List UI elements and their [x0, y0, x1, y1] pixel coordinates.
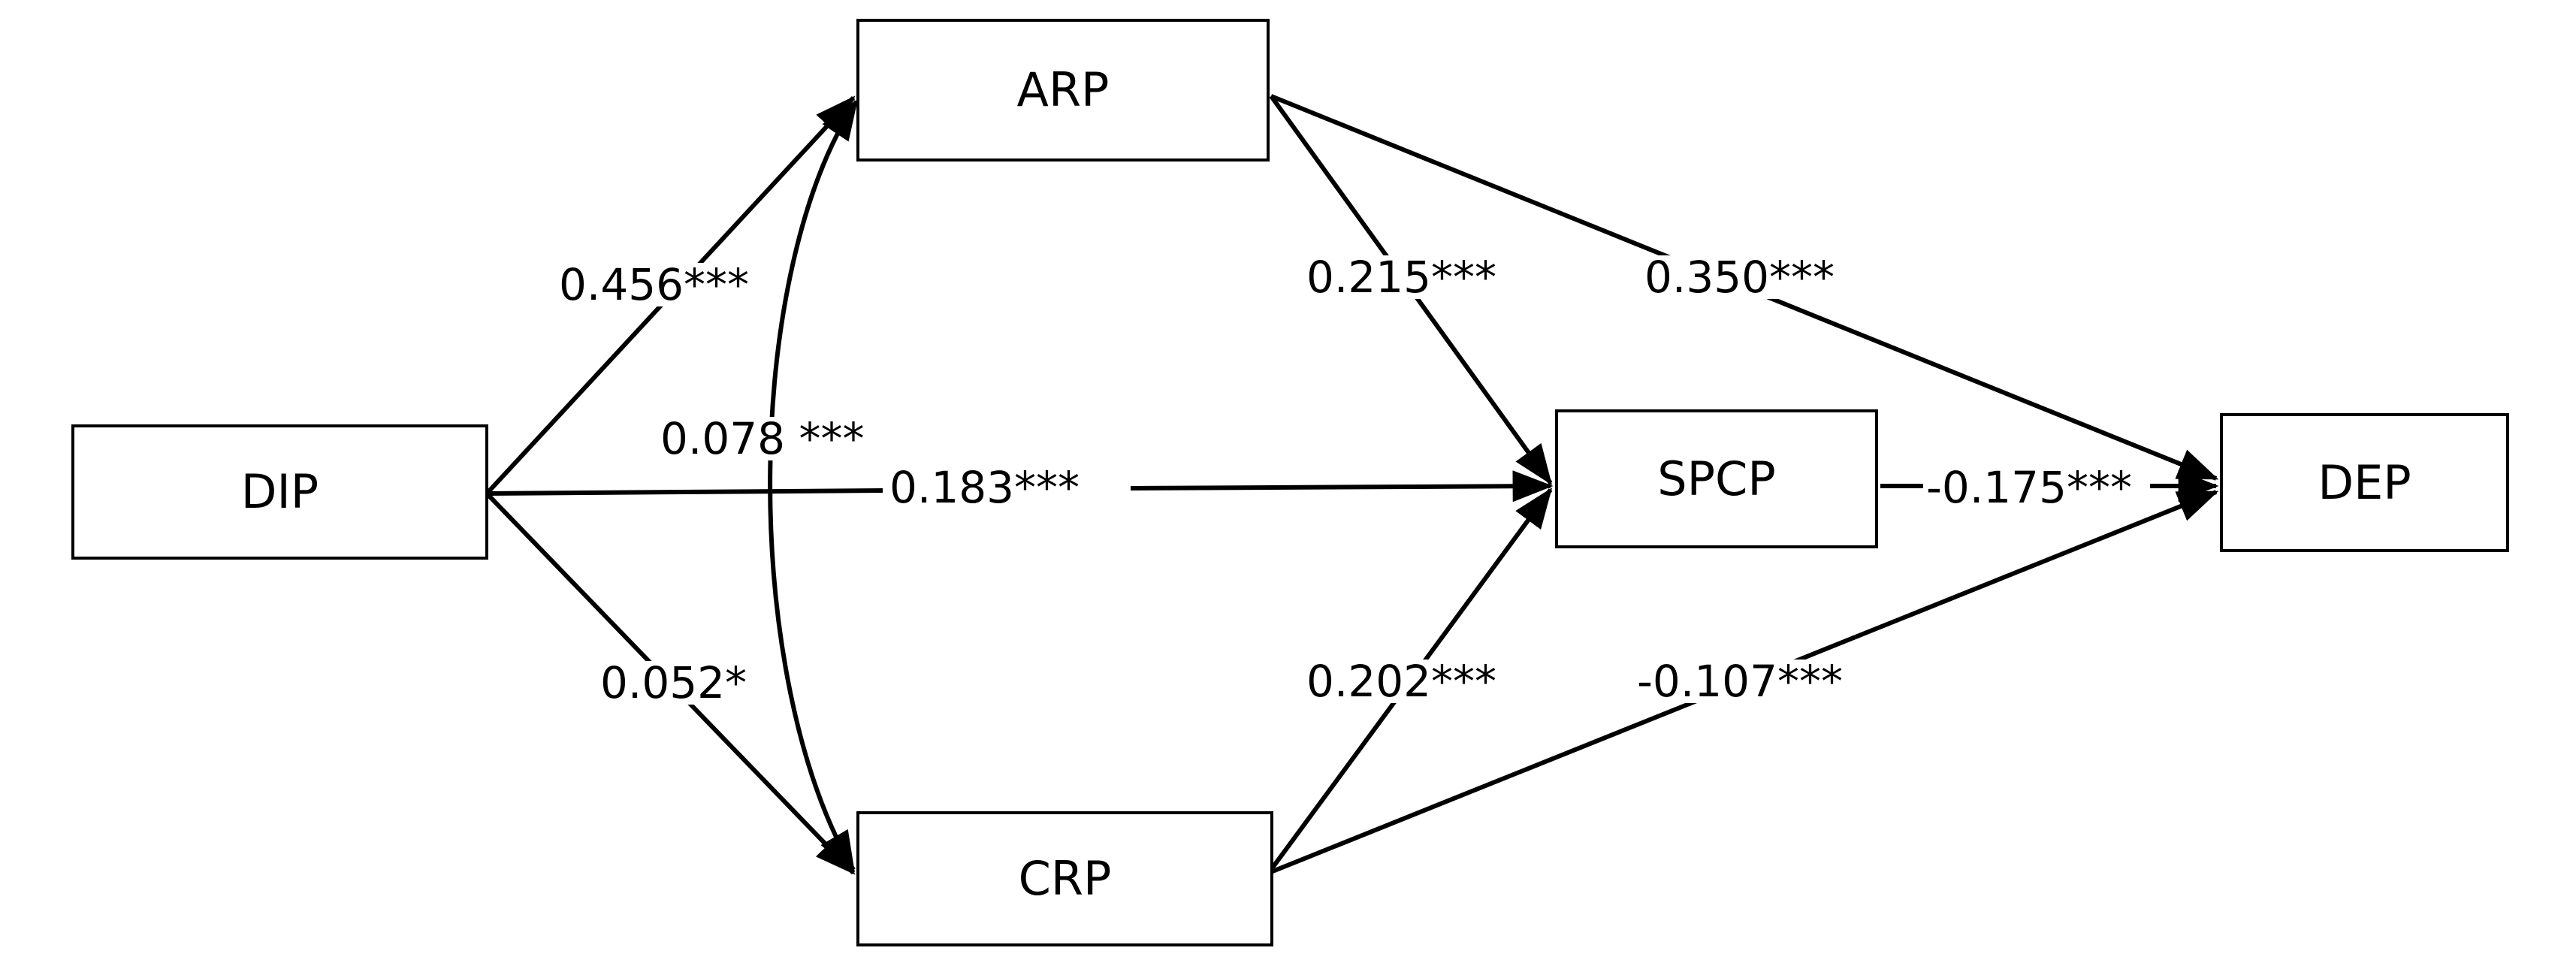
edge-curve-arp-crp: [768, 99, 859, 873]
node-label-spcp: SPCP: [1657, 451, 1776, 506]
edge-label-dip-arp: 0.456***: [556, 263, 753, 306]
node-label-arp: ARP: [1016, 62, 1110, 117]
edge-label-spcp-dep: -0.175***: [1923, 466, 2135, 509]
edge-label-dip-crp: 0.052*: [597, 661, 750, 705]
node-label-dep: DEP: [2318, 454, 2411, 510]
edge-line-dip-spcp-right: [1130, 470, 1554, 503]
node-box-crp[interactable]: CRP: [856, 811, 1273, 946]
edge-label-crp-dep: -0.107***: [1634, 660, 1846, 703]
edge-label-crp-spcp: 0.202***: [1303, 660, 1500, 703]
node-box-dip[interactable]: DIP: [71, 424, 488, 560]
edge-label-arp-spcp: 0.215***: [1303, 255, 1500, 299]
edge-label-dip-spcp: 0.183***: [886, 466, 1083, 509]
edge-label-arp-dep: 0.350***: [1641, 255, 1838, 299]
node-label-crp: CRP: [1018, 851, 1112, 906]
node-box-dep[interactable]: DEP: [2220, 413, 2509, 552]
edge-line-dip-spcp-left: [486, 488, 883, 496]
edge-label-arp-crp: 0.078 ***: [657, 417, 868, 460]
node-label-dip: DIP: [240, 464, 319, 519]
node-box-spcp[interactable]: SPCP: [1555, 409, 1878, 548]
node-box-arp[interactable]: ARP: [856, 19, 1270, 161]
